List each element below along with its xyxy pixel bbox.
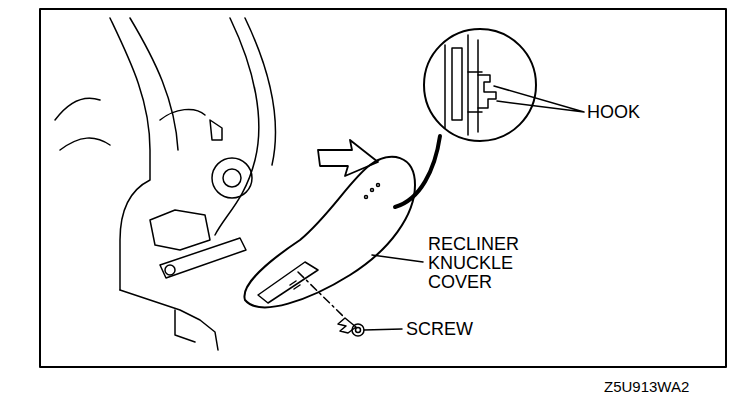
leader-line — [494, 86, 584, 112]
detail-leader — [395, 136, 440, 207]
leader-line — [372, 255, 423, 262]
direction-arrow — [318, 140, 378, 176]
seat-frame — [110, 18, 150, 290]
part-label: HOOK — [587, 103, 640, 122]
part-label: RECLINER KNUCKLE COVER — [428, 235, 519, 292]
recliner-knuckle-cover — [244, 157, 415, 307]
part-label: SCREW — [406, 320, 473, 339]
detail-circle — [424, 29, 536, 141]
figure-code: Z5U913WA2 — [604, 377, 689, 396]
leader-line — [364, 329, 402, 330]
center-line — [298, 272, 345, 318]
frame — [40, 9, 726, 367]
